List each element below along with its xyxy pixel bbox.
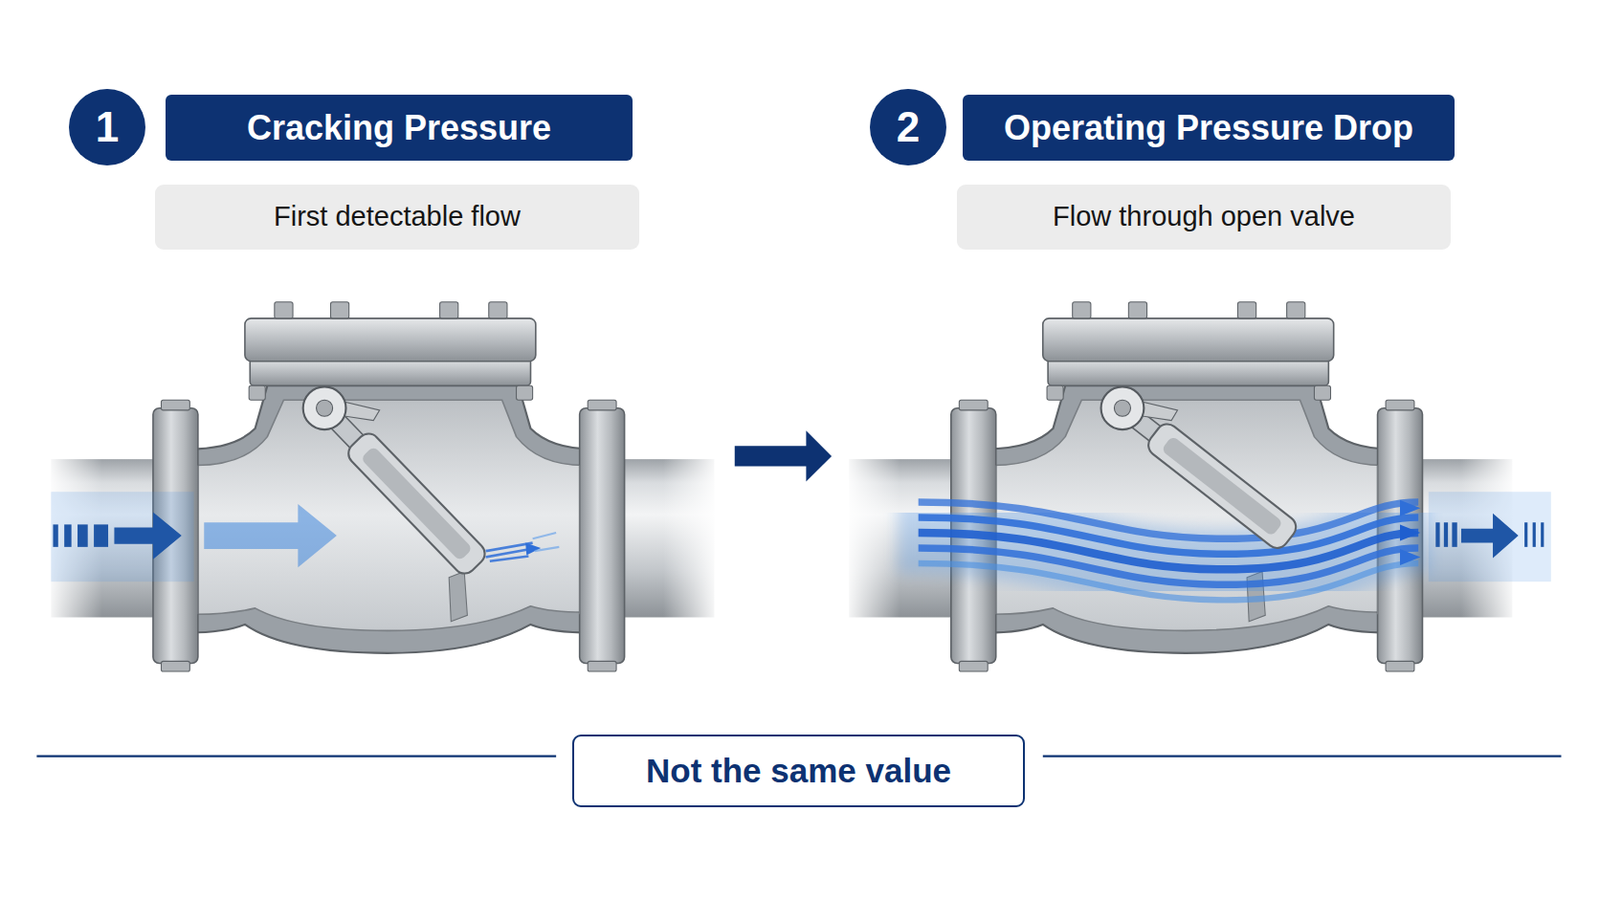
flow-arrow: [203, 504, 337, 568]
flow-arrow: [52, 524, 58, 547]
flow-stream: [1524, 522, 1528, 548]
box-label: Operating Pressure Drop: [1003, 109, 1414, 148]
heading-box: Cracking Pressure: [165, 94, 633, 161]
flow-stream: [1428, 491, 1552, 582]
step-number: 2: [869, 88, 947, 166]
flow-stream: [1540, 522, 1544, 548]
box-label: First detectable flow: [273, 201, 521, 233]
flow-stream: [1400, 500, 1421, 517]
flow-stream: [918, 563, 1420, 600]
flow-arrow: [50, 491, 194, 582]
flow-arrow: [50, 491, 559, 582]
heading-box: Operating Pressure Drop: [962, 94, 1455, 161]
callout-number: 1: [95, 104, 119, 151]
cracking-valve: [45, 302, 720, 672]
operating-valve: [844, 302, 1552, 672]
flow-stream: [1533, 522, 1536, 548]
transition-arrow: [734, 430, 832, 482]
cracking-valve: [45, 302, 720, 672]
hinge-pin: [1101, 386, 1145, 430]
flow-stream: [1444, 522, 1448, 548]
swing-disc: [1160, 435, 1284, 537]
flow-stream: [1451, 522, 1457, 548]
cracking-valve: [316, 400, 334, 417]
flow-arrow: [533, 533, 560, 552]
flow-arrow: [93, 524, 109, 547]
flow-arrow: [113, 512, 181, 560]
operating-valve: [1113, 400, 1131, 417]
flow-stream: [1400, 549, 1421, 566]
swing-disc: [1143, 420, 1300, 554]
box-label: Flow through open valve: [1052, 201, 1356, 233]
callout-number: 2: [896, 104, 920, 151]
subtitle-box: First detectable flow: [155, 184, 640, 250]
operating-valve: [844, 302, 1518, 672]
box-label: Not the same value: [645, 753, 952, 791]
flow-arrow: [77, 524, 89, 547]
step-number: 1: [68, 88, 146, 166]
divider-line: [1043, 755, 1562, 758]
conclusion-box: Not the same value: [572, 734, 1025, 808]
flow-stream: [1400, 524, 1421, 541]
flow-stream: [1461, 513, 1519, 559]
swing-disc: [343, 429, 489, 579]
divider-line: [36, 755, 556, 758]
flow-arrow: [525, 543, 541, 556]
subtitle-box: Flow through open valve: [956, 184, 1451, 250]
hinge-pin: [303, 386, 347, 430]
flow-arrow: [486, 543, 534, 562]
swing-disc: [360, 445, 474, 562]
flow-arrow: [64, 524, 71, 547]
box-label: Cracking Pressure: [246, 109, 552, 148]
flow-stream: [1435, 522, 1440, 548]
